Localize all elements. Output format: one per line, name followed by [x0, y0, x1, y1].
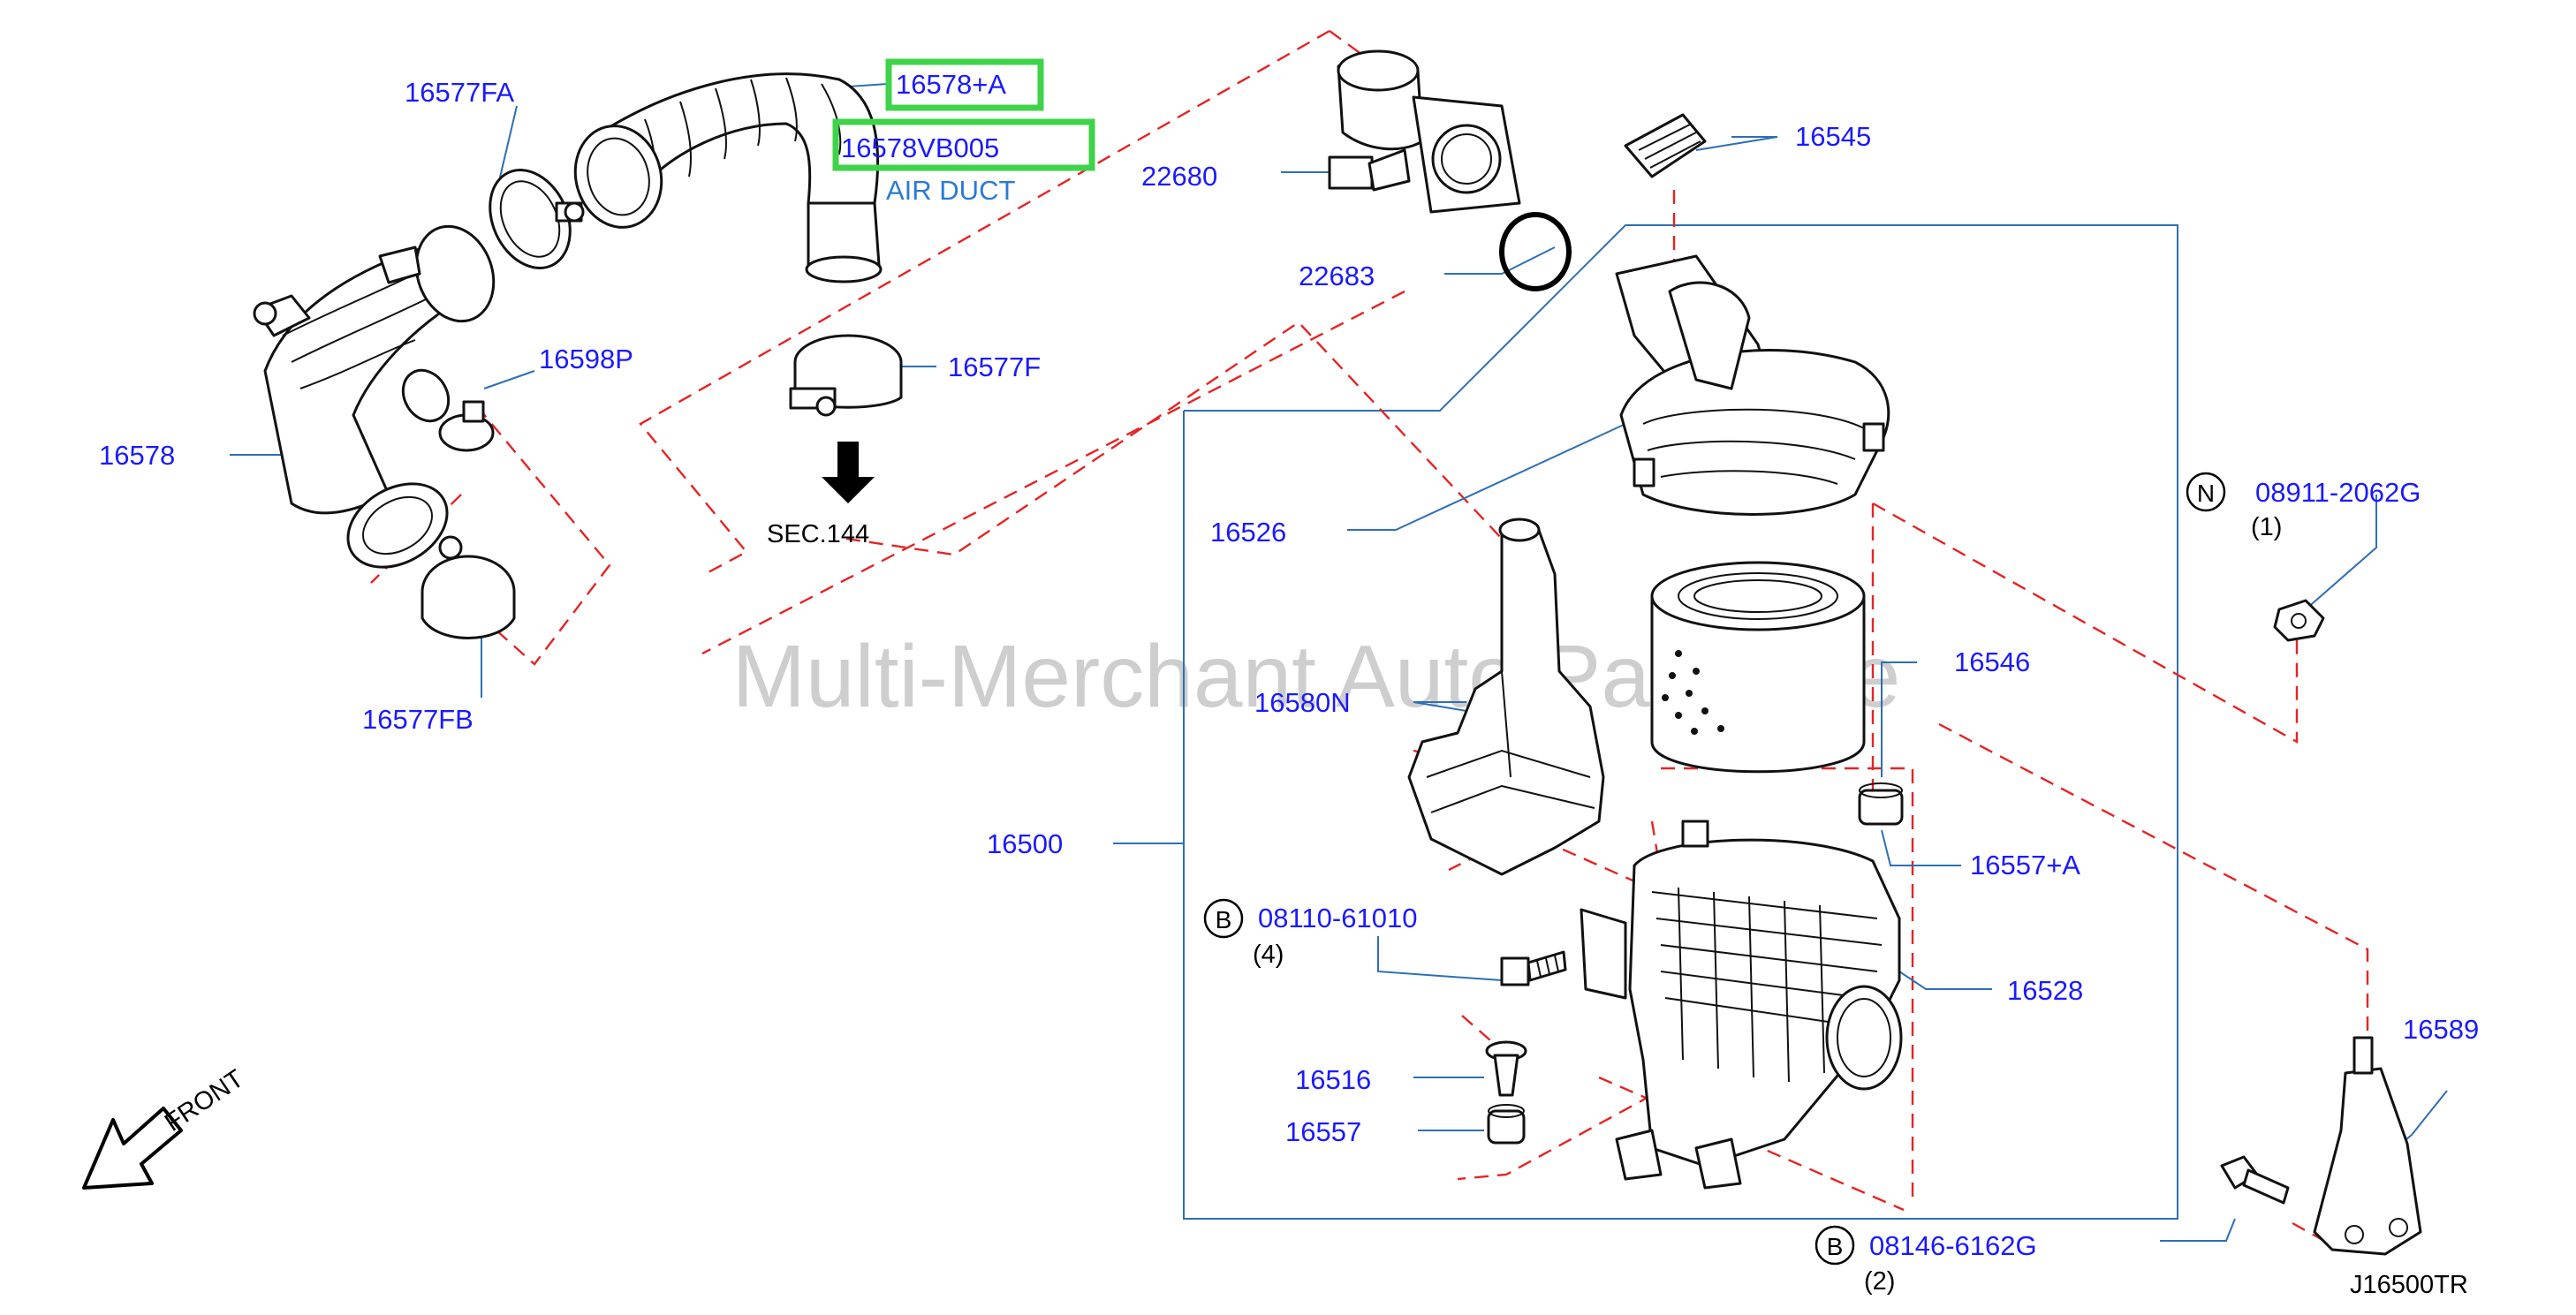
- badge-b-1: B: [1216, 906, 1232, 933]
- hose-16578: [253, 224, 496, 569]
- bracket-16589: [2313, 1036, 2422, 1256]
- badge-circle-b1: [1203, 898, 1244, 939]
- grommet-16557A: [1858, 782, 1904, 826]
- label-16578VB005[interactable]: 16578VB005: [841, 132, 999, 163]
- case-16528: [1580, 820, 1903, 1190]
- label-22683[interactable]: 22683: [1299, 261, 1375, 291]
- filter-16546: [1650, 561, 1866, 774]
- front-label: FRONT: [160, 1064, 249, 1137]
- assembly-box: [1183, 224, 2178, 1220]
- label-16516[interactable]: 16516: [1295, 1064, 1371, 1095]
- badge-b-2: B: [1827, 1233, 1844, 1260]
- label-22680[interactable]: 22680: [1141, 161, 1217, 192]
- cover-16526: [1615, 254, 1890, 516]
- badge-circle-n: [2186, 472, 2226, 512]
- label-16557[interactable]: 16557: [1285, 1116, 1361, 1147]
- label-16528[interactable]: 16528: [2007, 975, 2083, 1006]
- clamp-16577F: [789, 334, 903, 417]
- resonator-16580N: [1407, 518, 1605, 876]
- label-16546[interactable]: 16546: [1954, 646, 2030, 677]
- badge-n: N: [2197, 480, 2215, 507]
- nut-08911-2062G: [2273, 599, 2325, 642]
- sensor-22680: [1328, 49, 1521, 214]
- label-16598P[interactable]: 16598P: [539, 344, 633, 374]
- highlight-16578VB005: [832, 118, 1095, 171]
- label-08911-2062G[interactable]: 08911-2062G: [2255, 477, 2421, 508]
- label-16580N[interactable]: 16580N: [1254, 687, 1351, 718]
- label-16578[interactable]: 16578: [99, 440, 175, 471]
- section-arrow: [822, 442, 875, 503]
- label-air-duct: AIR DUCT: [886, 175, 1015, 206]
- front-arrow: [82, 1107, 183, 1190]
- label-16557A[interactable]: 16557+A: [1970, 850, 2080, 880]
- diagram-code: J16500TR: [2350, 1271, 2468, 1299]
- clamp-16577FA: [489, 169, 585, 269]
- clip-16516: [1485, 1040, 1527, 1097]
- hose-16578A: [573, 72, 883, 283]
- label-16577FA[interactable]: 16577FA: [405, 77, 514, 108]
- label-16526[interactable]: 16526: [1210, 517, 1286, 548]
- grommet-16557: [1487, 1104, 1526, 1145]
- qty-08110-61010: (4): [1253, 941, 1284, 969]
- label-16545[interactable]: 16545: [1795, 121, 1871, 152]
- label-16589[interactable]: 16589: [2403, 1014, 2479, 1045]
- oring-22683: [1499, 212, 1572, 291]
- qty-08911-2062G: (1): [2251, 513, 2282, 541]
- bolt-08110-61010: [1500, 950, 1567, 986]
- label-08146-6162G[interactable]: 08146-6162G: [1869, 1230, 2037, 1261]
- highlight-16578A: [885, 58, 1044, 111]
- dashed-routing: [370, 29, 2369, 1247]
- qty-08146-6162G: (2): [1864, 1267, 1895, 1296]
- bolt-08146-6162G: [2220, 1155, 2290, 1205]
- label-16578A[interactable]: 16578+A: [896, 69, 1006, 100]
- pad-16545: [1624, 113, 1707, 178]
- label-08110-61010[interactable]: 08110-61010: [1258, 903, 1417, 933]
- label-16500[interactable]: 16500: [987, 828, 1063, 859]
- clamp-16598P: [438, 400, 495, 452]
- clamp-16577FB: [420, 535, 516, 639]
- label-16577F[interactable]: 16577F: [948, 351, 1041, 382]
- label-16577FB[interactable]: 16577FB: [362, 704, 474, 735]
- badge-circle-b2: [1815, 1225, 1855, 1266]
- label-sec-144[interactable]: SEC.144: [767, 520, 869, 548]
